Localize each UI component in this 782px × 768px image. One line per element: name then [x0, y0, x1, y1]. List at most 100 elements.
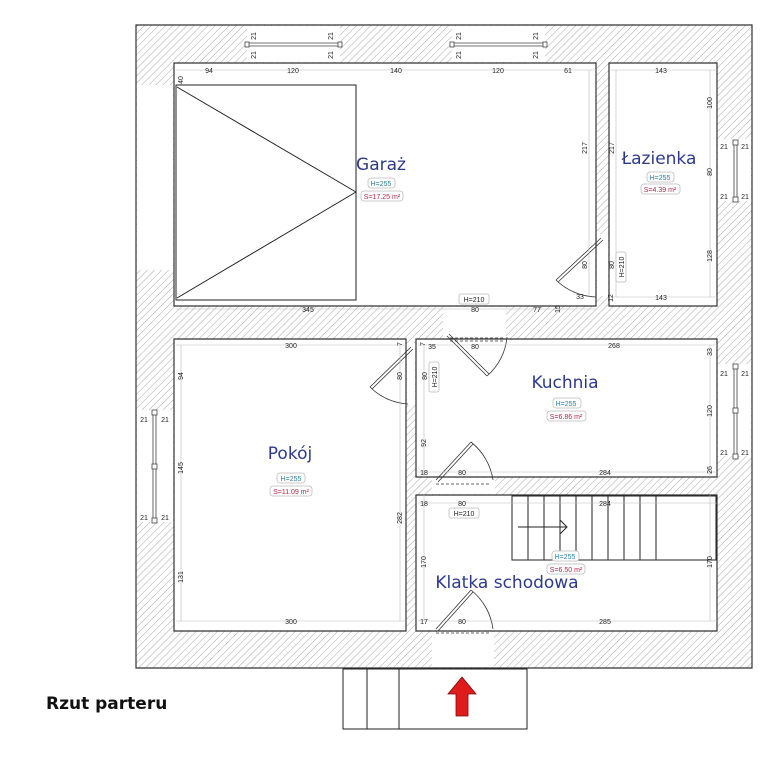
- dim-label: 128: [707, 250, 714, 262]
- dim-label: 21: [328, 51, 335, 59]
- dim-label: 21: [720, 194, 728, 201]
- room-name: Garaż: [356, 155, 406, 175]
- window-opening: [247, 26, 340, 62]
- window-opening: [718, 139, 751, 201]
- room-kuchnia: Kuchnia H=255 S=6.86 m²: [531, 373, 599, 422]
- dim-label: 80: [458, 619, 466, 626]
- dim-label: 120: [492, 68, 504, 75]
- dim-label: 80: [582, 261, 589, 269]
- dim-label: 80: [422, 372, 429, 380]
- dim-label: 217: [582, 142, 589, 154]
- dim-label: 80: [458, 470, 466, 477]
- dim-label: 145: [178, 462, 185, 474]
- dim-label: 21: [741, 371, 749, 378]
- dim-label: 282: [397, 512, 404, 524]
- entry-arrow-icon: [447, 676, 477, 717]
- room-area: S=6.86 m²: [550, 414, 583, 421]
- room-name: Łazienka: [621, 149, 697, 169]
- room-height: H=255: [555, 554, 576, 561]
- garage-door-symbol: [175, 84, 357, 301]
- plan-title: Rzut parteru: [46, 694, 168, 714]
- entry-opening: [432, 632, 494, 667]
- room-lazienka: Łazienka H=255 S=4.39 m²: [621, 149, 697, 195]
- dimension-lines: [176, 69, 717, 622]
- dim-label: 21: [533, 51, 540, 59]
- door-opening: [407, 343, 415, 405]
- door-opening: [432, 478, 495, 494]
- stair-arrow-head: [559, 519, 568, 535]
- dim-label: 285: [599, 619, 611, 626]
- dim-label: 80: [397, 372, 404, 380]
- dim-label: 120: [287, 68, 299, 75]
- dim-label: 7: [397, 342, 404, 346]
- door-height-tags: H=210 H=210 H=210 H=210: [428, 251, 627, 519]
- dim-label: 21: [456, 51, 463, 59]
- window-opening: [452, 26, 545, 62]
- dim-label: 80: [471, 307, 479, 314]
- dim-label: 17: [420, 619, 428, 626]
- dim-label: 268: [608, 343, 620, 350]
- dim-label: 21: [456, 32, 463, 40]
- room-klatka-schodowa: H=255 S=6.50 m² Klatka schodowa: [435, 550, 586, 593]
- dim-label: 12: [608, 294, 615, 302]
- dim-label: 21: [533, 32, 540, 40]
- dim-label: 120: [707, 405, 714, 417]
- dim-label: 18: [420, 501, 428, 508]
- room-area: S=11.09 m²: [273, 489, 310, 496]
- dim-label: 26: [707, 466, 714, 474]
- room-name: Kuchnia: [531, 373, 598, 393]
- room-height: H=255: [371, 181, 392, 188]
- walls: [135, 24, 753, 669]
- dim-label: 18: [420, 470, 428, 477]
- dim-label: 80: [609, 261, 616, 269]
- dim-label: 80: [458, 501, 466, 508]
- dim-label: 21: [140, 515, 148, 522]
- dim-label: 94: [205, 68, 213, 75]
- dim-label: 21: [251, 51, 258, 59]
- dim-label: 92: [421, 439, 428, 447]
- dim-label: 77: [533, 307, 541, 314]
- room-height: H=255: [650, 175, 671, 182]
- dim-label: 170: [707, 556, 714, 568]
- door-height-label: H=210: [619, 256, 626, 277]
- dim-label: 131: [178, 571, 185, 583]
- room-garaz: Garaż H=255 S=17.25 m²: [356, 155, 406, 202]
- dim-label: 61: [564, 68, 572, 75]
- dim-label: 100: [707, 97, 714, 109]
- dim-label: 21: [741, 450, 749, 457]
- door-opening: [597, 234, 608, 296]
- staircase: [511, 495, 717, 561]
- dim-label: 284: [599, 470, 611, 477]
- entry-steps: [342, 668, 528, 730]
- dim-label: 217: [609, 142, 616, 154]
- dim-label: 21: [720, 144, 728, 151]
- dim-label: 300: [285, 343, 297, 350]
- dim-label: 143: [655, 295, 667, 302]
- room-name: Klatka schodowa: [435, 573, 578, 593]
- dim-label: 21: [741, 194, 749, 201]
- dim-label: 21: [720, 450, 728, 457]
- dim-label: 21: [741, 144, 749, 151]
- dim-label: 21: [720, 371, 728, 378]
- dim-label: 170: [421, 556, 428, 568]
- door-height-label: H=210: [464, 297, 485, 304]
- door-height-label: H=210: [454, 511, 475, 518]
- dim-label: 140: [390, 68, 402, 75]
- windows: [151, 41, 739, 524]
- dim-label: 33: [576, 294, 584, 301]
- dim-label: 21: [161, 417, 169, 424]
- room-height: H=255: [281, 476, 302, 483]
- dim-label: 21: [140, 417, 148, 424]
- dim-label: 33: [707, 348, 714, 356]
- room-area: S=6.50 m²: [550, 567, 583, 574]
- dim-label: 345: [302, 307, 314, 314]
- dim-label: 15: [555, 305, 562, 313]
- garage-door-opening: [137, 85, 173, 270]
- dim-label: 80: [707, 168, 714, 176]
- dim-label: 94: [178, 372, 185, 380]
- room-area: S=17.25 m²: [364, 194, 401, 201]
- door-opening: [443, 307, 506, 338]
- room-name: Pokój: [268, 444, 312, 464]
- room-pokoj: Pokój H=255 S=11.09 m²: [268, 444, 313, 497]
